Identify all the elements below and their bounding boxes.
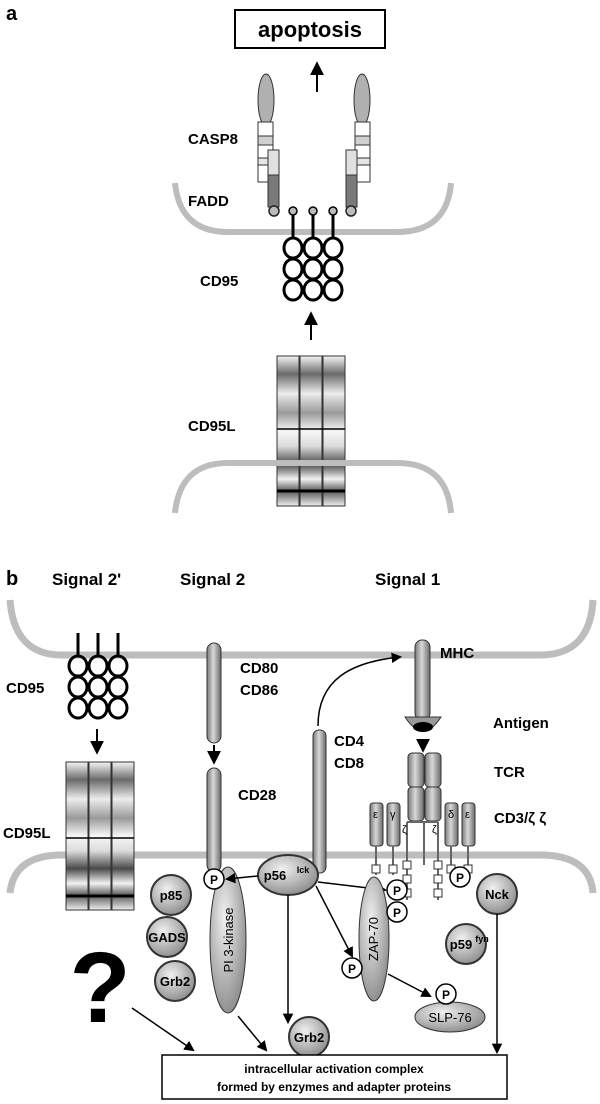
signal-2-heading: Signal 2 [180, 570, 245, 589]
zap70-protein [358, 876, 390, 1002]
casp8-right [345, 73, 371, 217]
tcr-complex [407, 752, 442, 865]
cd3-subunits [369, 802, 476, 900]
cd28-label: CD28 [238, 787, 276, 804]
phospho-zeta-2 [386, 901, 408, 923]
phospho-zeta-1-label: P [393, 884, 401, 898]
phospho-zeta-2-label: P [393, 906, 401, 920]
grb2-protein-left [154, 960, 196, 1002]
phospho-zap70-label: P [348, 962, 356, 976]
grb2-label-right: Grb2 [294, 1030, 324, 1045]
pi3-kinase-label: PI 3-kinase [221, 907, 236, 972]
cd95l-label-a: CD95L [188, 418, 236, 435]
phospho-cd3-label: P [456, 871, 464, 885]
cd4-label: CD4 [334, 733, 365, 750]
cd95-trimer [282, 206, 344, 302]
membrane-lower-cell [172, 460, 454, 514]
cd95-label-b: CD95 [6, 680, 44, 697]
panel-b-label: b [6, 568, 18, 590]
zeta-left: ζ [402, 824, 407, 836]
cd3-label: CD3/ζ ζ [494, 810, 546, 827]
cd3-gamma: γ [390, 809, 396, 821]
phospho-zeta-1 [386, 879, 408, 901]
apoptosis-box [234, 9, 386, 49]
p56-to-cd28-arrow [224, 872, 259, 884]
membrane-t-cell [6, 851, 597, 894]
grb2-label-left: Grb2 [160, 974, 190, 989]
apoptosis-label: apoptosis [258, 17, 362, 42]
complex-line-1: intracellular activation complex [244, 1062, 424, 1076]
p85-label: p85 [160, 888, 182, 903]
zap70-label: ZAP-70 [366, 917, 381, 961]
p59fyn-label: p59 [450, 937, 472, 952]
membrane-apc [6, 599, 597, 659]
phospho-zap70 [341, 957, 363, 979]
cd3-epsilon-left: ε [373, 809, 378, 821]
cd80-cd86-rod [206, 642, 222, 744]
cd95-trimer-b [67, 633, 129, 720]
signal-1-heading: Signal 1 [375, 570, 440, 589]
cd8-label: CD8 [334, 755, 364, 772]
pi3k-to-complex-arrow [237, 1015, 268, 1052]
cd95-label-a: CD95 [200, 273, 238, 290]
p56-to-zap70-arrow [315, 885, 353, 958]
fadd-label: FADD [188, 193, 229, 210]
cd80-label: CD80 [240, 660, 278, 677]
tcr-label: TCR [494, 764, 525, 781]
unknown-to-complex-arrow [131, 1007, 195, 1052]
panel-b: b Signal 2' Signal 2 Signal 1 CD95 CD95L… [3, 568, 597, 1100]
mhc-label: MHC [440, 645, 474, 662]
phospho-cd28-label: P [210, 873, 218, 887]
cd3-epsilon-right: ε [465, 809, 470, 821]
panel-a: a apoptosis CASP8 FADD [6, 3, 454, 514]
complex-line-2: formed by enzymes and adapter proteins [217, 1080, 451, 1094]
panel-a-label: a [6, 3, 18, 25]
signal-2-prime-heading: Signal 2' [52, 570, 121, 589]
p56lck-superscript: lck [297, 865, 311, 875]
cd28-rod [206, 767, 222, 873]
p59fyn-protein [445, 923, 487, 965]
nck-label: Nck [485, 887, 510, 902]
phospho-cd3 [449, 866, 471, 888]
phospho-slp76 [435, 983, 457, 1005]
pi3-kinase [209, 866, 247, 1014]
p59fyn-superscript: fyn [475, 934, 489, 944]
cd3-delta: δ [448, 809, 454, 821]
cd95l-trimer-a [276, 355, 346, 507]
casp8-left [257, 73, 280, 217]
zeta-right: ζ [432, 824, 437, 836]
cd95l-label-b: CD95L [3, 825, 51, 842]
p56lck-label: p56 [264, 868, 286, 883]
zap70-to-slp76-arrow [387, 973, 432, 997]
gads-label: GADS [148, 930, 186, 945]
question-mark: ? [69, 932, 130, 1044]
slp76-label: SLP-76 [428, 1010, 471, 1025]
cd4-mhc-arrow [317, 652, 403, 727]
phospho-slp76-label: P [442, 988, 450, 1002]
casp8-label: CASP8 [188, 131, 238, 148]
gads-protein [146, 916, 188, 958]
mhc-molecule [404, 639, 442, 732]
p85-protein [150, 874, 192, 916]
phospho-cd28 [203, 868, 225, 890]
antigen-label: Antigen [493, 715, 549, 732]
cd95l-trimer-b [65, 761, 135, 911]
cd86-label: CD86 [240, 682, 278, 699]
activation-complex-box [161, 1054, 508, 1100]
cd4-cd8-rod [312, 729, 327, 874]
